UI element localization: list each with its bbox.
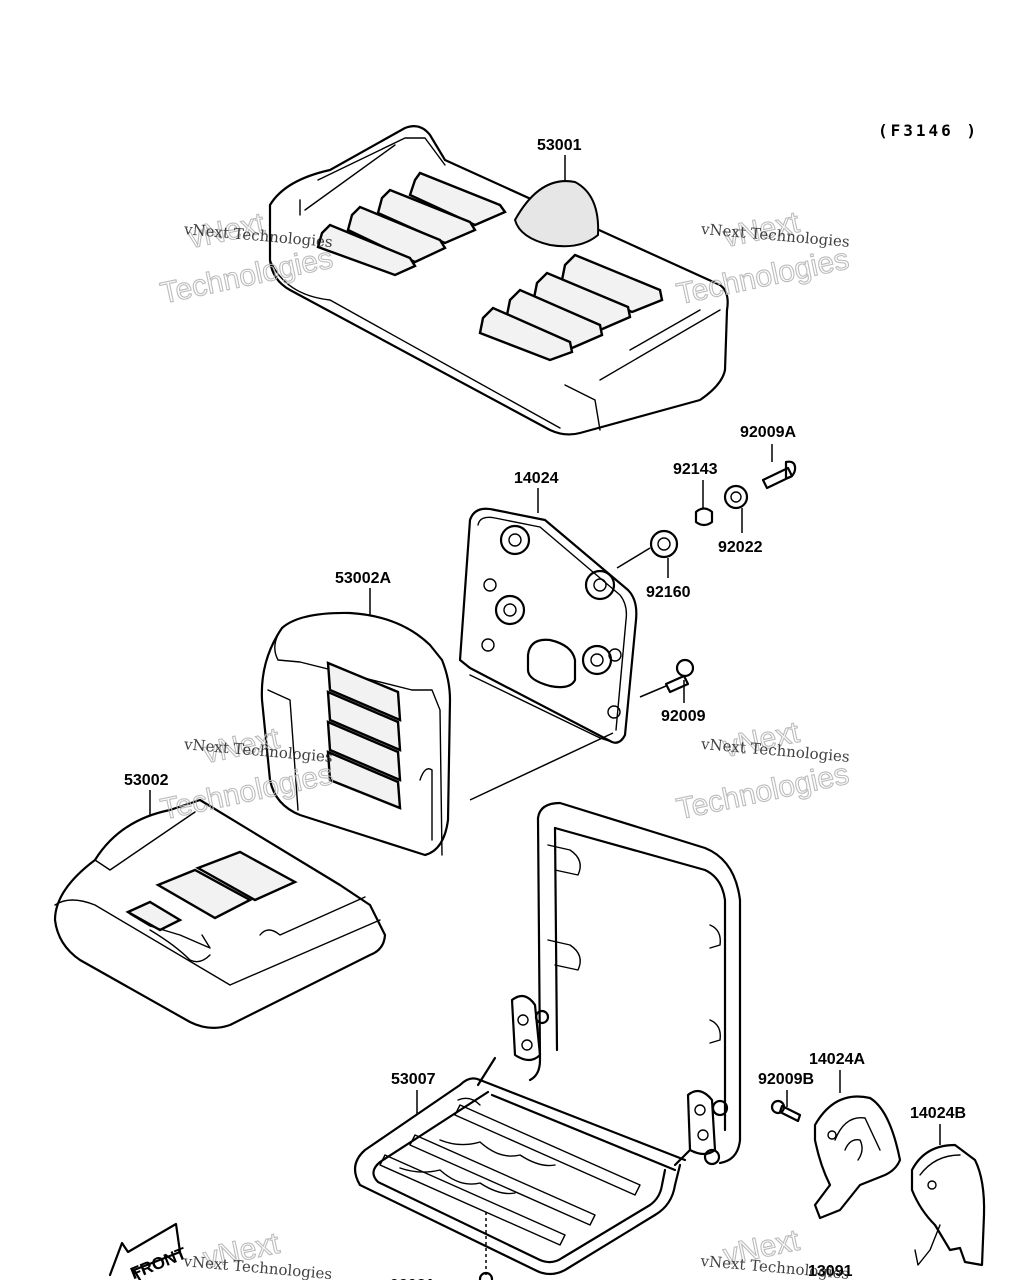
svg-text:Technologies: Technologies (158, 758, 336, 827)
label-92022: 92022 (718, 539, 763, 556)
nut-92022[interactable] (723, 484, 749, 510)
bolt-92009[interactable] (664, 658, 695, 694)
front-arrow: FRONT (108, 1222, 190, 1280)
bracket-14024A[interactable] (813, 1095, 902, 1220)
collar-92143[interactable] (694, 507, 714, 527)
watermark-4: vNext Technologies vNext Technologies (673, 715, 852, 827)
label-53002A: 53002A (335, 570, 391, 587)
seat-cushion-53001[interactable] (268, 125, 729, 436)
label-53002: 53002 (124, 772, 169, 789)
label-92009A: 92009A (740, 424, 796, 441)
label-92021: 92021 (390, 1277, 435, 1280)
watermark-6: vNext vNext Technologies (699, 1223, 850, 1280)
watermark-5: vNext vNext Technologies (182, 1226, 333, 1280)
label-14024B: 14024B (910, 1105, 966, 1122)
bolt-92009B[interactable] (770, 1099, 802, 1123)
cover-14024B[interactable] (910, 1143, 986, 1267)
label-92009: 92009 (661, 708, 706, 725)
backrest-53002A[interactable] (260, 611, 452, 857)
label-14024: 14024 (514, 470, 559, 487)
seat-cushion-53002[interactable] (53, 798, 387, 1029)
watermark-3: vNext Technologies vNext Technologies (157, 721, 336, 827)
back-plate-14024[interactable] (458, 507, 638, 744)
damper-92160[interactable] (649, 529, 679, 559)
watermark-2: vNext Technologies vNext Technologies (673, 205, 852, 312)
bolt-92009A[interactable] (761, 460, 797, 490)
label-13091: 13091 (808, 1263, 853, 1280)
seat-frame-53007[interactable] (353, 801, 742, 1276)
svg-text:Technologies: Technologies (674, 243, 852, 312)
label-92143: 92143 (673, 461, 718, 478)
label-53001: 53001 (537, 137, 582, 154)
label-53007: 53007 (391, 1071, 436, 1088)
front-label: FRONT (128, 1243, 190, 1280)
label-14024A: 14024A (809, 1051, 865, 1068)
svg-text:Technologies: Technologies (674, 758, 852, 827)
label-92160: 92160 (646, 584, 691, 601)
reference-code: (F3146 ) (878, 121, 979, 140)
label-92009B: 92009B (758, 1071, 814, 1088)
